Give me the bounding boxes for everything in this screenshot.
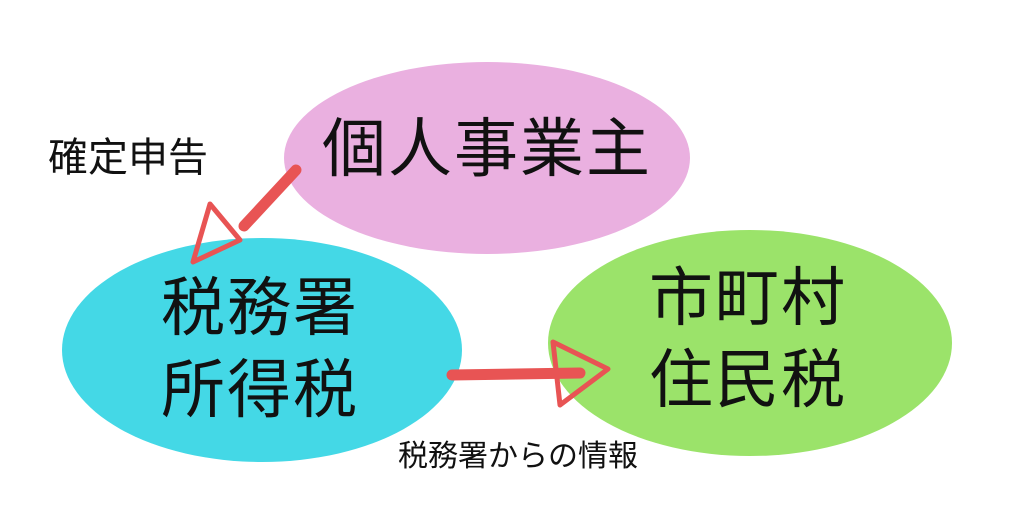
municipality-line-1: 市町村: [649, 262, 847, 336]
filing-arrow: [190, 164, 302, 265]
municipality-line-2: 住民税: [649, 344, 847, 418]
municipality-node-label: 市町村 住民税: [638, 258, 858, 422]
filing-arrow-shaft: [238, 164, 302, 232]
owner-node-label: 個人事業主: [322, 113, 652, 187]
filing-arrow-head: [190, 201, 243, 265]
tax-office-node-label: 税務署 所得税: [150, 268, 370, 432]
tax-office-node-shape: [62, 238, 462, 462]
information-arrow: [446, 339, 611, 408]
owner-node-shape: [284, 62, 690, 254]
tax-office-line-2: 所得税: [161, 354, 359, 428]
information-edge-label: 税務署からの情報: [398, 439, 638, 474]
filing-edge-label: 確定申告: [48, 135, 208, 181]
information-arrow-head: [550, 339, 611, 408]
municipality-node-shape: [548, 230, 952, 456]
tax-office-line-1: 税務署: [161, 272, 359, 346]
information-arrow-shaft: [446, 367, 586, 381]
